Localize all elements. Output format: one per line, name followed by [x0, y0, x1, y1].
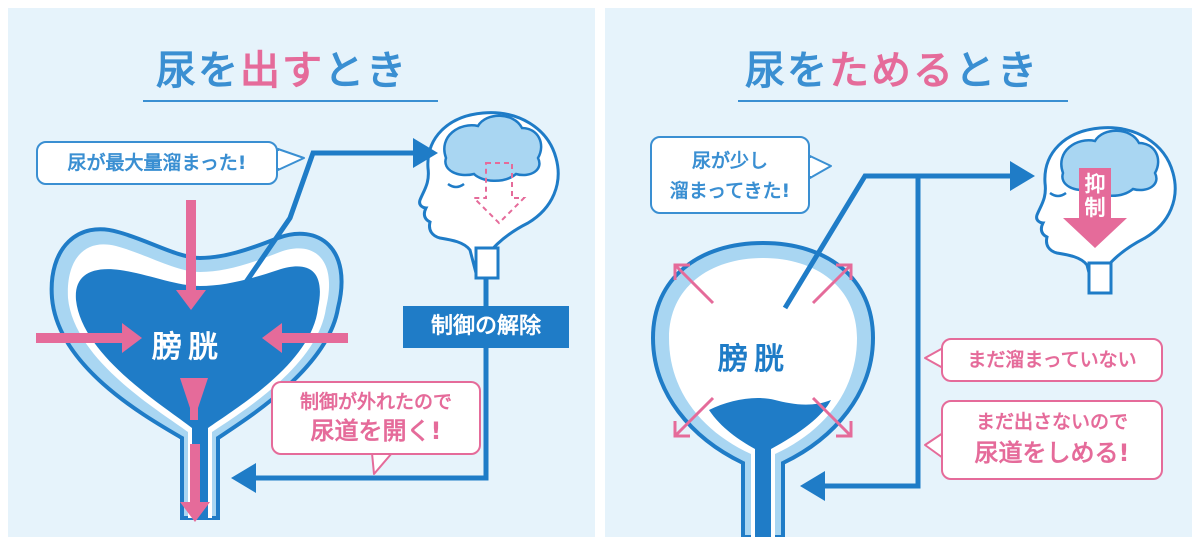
bubble-close-line2: 尿道をしめる!	[974, 439, 1130, 467]
bubble-close: まだ出さないので 尿道をしめる!	[941, 400, 1163, 480]
suppress-label: 抑 制	[1079, 172, 1111, 220]
pressure-arrows	[36, 200, 348, 522]
suppress-arrow	[1063, 168, 1127, 248]
right-title-pre: 尿を	[745, 48, 829, 94]
bubble-tail-left	[277, 148, 305, 171]
bubble-not-full: まだ溜まっていない	[941, 338, 1163, 382]
bubble-open-line2: 尿道を開く!	[310, 417, 442, 445]
bubble-little-line2: 溜まってきた!	[669, 180, 791, 202]
bubble-tail-right	[809, 155, 832, 179]
bladder-inner-right	[669, 258, 857, 537]
signal-line-to-urethra-right	[800, 176, 921, 501]
suppress-char-1: 抑	[1084, 172, 1106, 196]
left-title-pre: 尿を	[156, 48, 240, 94]
suppress-char-2: 制	[1084, 196, 1106, 220]
bubble-close-line1: まだ出さないので	[975, 411, 1128, 433]
left-title-underline	[143, 100, 438, 102]
right-organ-label: 膀胱	[718, 342, 790, 377]
left-panel: 尿を出すとき 尿が最大量溜まった! 膀胱 制御の解除 制御が外れたので 尿道を開…	[8, 8, 595, 537]
left-title-highlight: 出す	[240, 48, 324, 94]
release-label: 制御の解除	[403, 306, 569, 348]
left-organ-label: 膀胱	[152, 330, 224, 365]
bubble-little: 尿が少し 溜まってきた!	[650, 136, 810, 214]
expansion-arrows	[673, 263, 853, 438]
bubble-little-line1: 尿が少し	[691, 150, 768, 172]
head-illustration-right	[1035, 126, 1177, 295]
signal-line-to-brain-right	[782, 161, 1035, 310]
bubble-full: 尿が最大量溜まった!	[36, 141, 278, 185]
right-diagram	[650, 126, 1177, 537]
left-title-post: とき	[324, 48, 408, 94]
signal-line-to-brain	[243, 138, 438, 284]
right-title-highlight: ためる	[829, 48, 955, 94]
bubble-open-line1: 制御が外れたので	[299, 391, 452, 413]
bubble-open: 制御が外れたので 尿道を開く!	[271, 381, 481, 455]
right-title: 尿をためるとき	[745, 38, 1039, 98]
left-diagram	[36, 111, 560, 522]
bubble-tail-open	[371, 452, 393, 475]
bladder-urine-right	[709, 398, 831, 537]
left-title: 尿を出すとき	[156, 38, 408, 98]
right-title-underline	[738, 100, 1068, 102]
right-title-post: とき	[955, 48, 1039, 94]
head-illustration	[418, 111, 560, 280]
right-panel: 尿をためるとき 尿が少し 溜まってきた! 膀胱 抑 制 まだ溜まっていない まだ…	[605, 8, 1192, 537]
